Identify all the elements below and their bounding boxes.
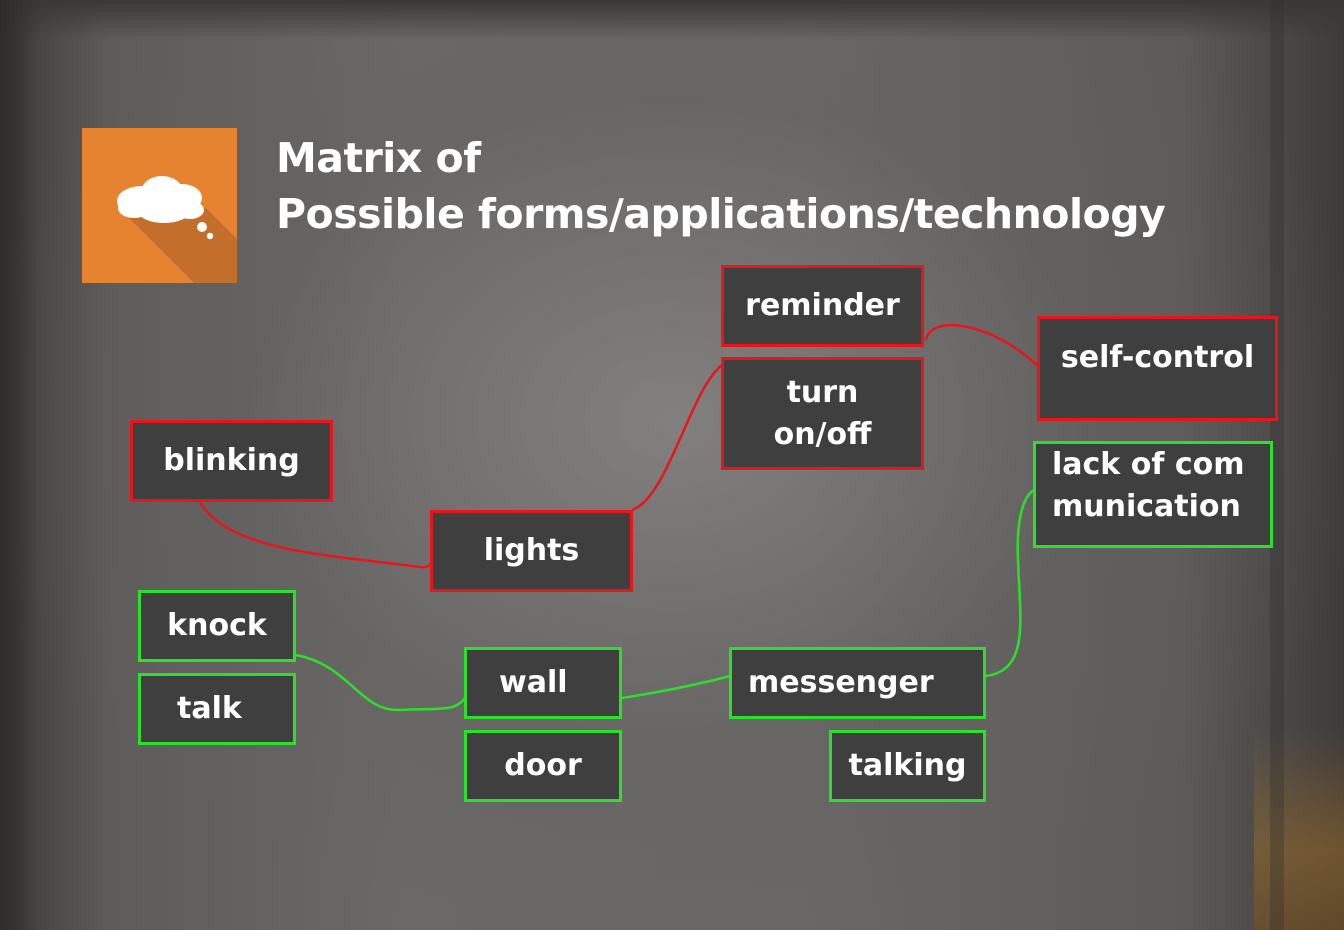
link-wall-messenger bbox=[621, 674, 731, 700]
node-messenger: messenger bbox=[729, 647, 986, 719]
node-turn-on-off: turn on/off bbox=[721, 357, 924, 470]
node-talk-label: talk bbox=[177, 691, 242, 726]
node-turn-on-off-label-line-1: turn bbox=[786, 374, 859, 410]
node-blinking-label: blinking bbox=[163, 443, 300, 478]
whiteboard-frame-left bbox=[0, 0, 40, 930]
title-line-2: Possible forms/applications/technology bbox=[276, 190, 1166, 238]
node-lights: lights bbox=[430, 510, 633, 592]
node-lack-of-communication-label-line-2: munication bbox=[1052, 489, 1241, 524]
node-self-control-label: self-control bbox=[1060, 339, 1255, 375]
page-title: Matrix of Possible forms/applications/te… bbox=[276, 130, 1166, 242]
node-reminder-label: reminder bbox=[745, 288, 900, 323]
node-door: door bbox=[464, 730, 622, 802]
link-messenger-lack-of-communication bbox=[985, 488, 1035, 678]
node-blinking: blinking bbox=[130, 420, 333, 502]
node-lack-of-communication: lack of com munication bbox=[1033, 441, 1273, 548]
node-wall: wall bbox=[464, 647, 622, 719]
node-wall-label: wall bbox=[499, 665, 568, 700]
node-messenger-label: messenger bbox=[748, 665, 934, 700]
node-door-label: door bbox=[504, 748, 582, 783]
node-talk: talk bbox=[138, 673, 296, 745]
node-lack-of-communication-label-line-1: lack of com bbox=[1052, 447, 1245, 482]
link-blinking-lights bbox=[198, 501, 433, 569]
node-turn-on-off-label-line-2: on/off bbox=[773, 416, 872, 452]
title-line-1: Matrix of bbox=[276, 134, 481, 182]
link-lights-turn-on-off bbox=[631, 364, 723, 512]
whiteboard-frame-right bbox=[1270, 0, 1284, 930]
thought-cloud-icon bbox=[117, 176, 237, 283]
node-lights-label: lights bbox=[483, 533, 580, 568]
node-knock: knock bbox=[138, 590, 296, 662]
node-talking-label: talking bbox=[848, 748, 967, 783]
node-reminder: reminder bbox=[721, 265, 924, 347]
node-self-control: self-control bbox=[1037, 316, 1278, 421]
node-talking: talking bbox=[829, 730, 986, 802]
thought-cloud-logo bbox=[82, 128, 237, 283]
link-reminder-self-control bbox=[924, 323, 1041, 369]
link-knock-wall bbox=[295, 653, 467, 712]
node-knock-label: knock bbox=[167, 608, 267, 643]
